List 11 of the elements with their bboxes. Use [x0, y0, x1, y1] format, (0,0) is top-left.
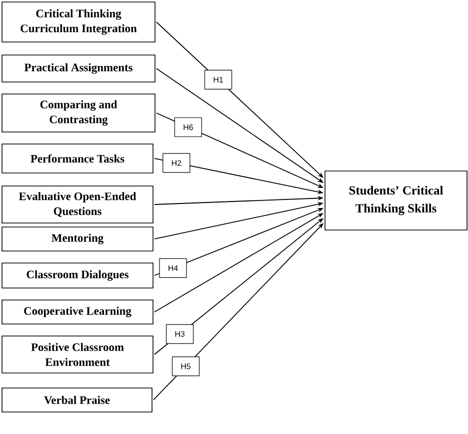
factor-box: Evaluative Open-Ended Questions: [2, 186, 154, 224]
factor-box: Comparing and Contrasting: [2, 94, 156, 132]
outcome-box: Students’ Critical Thinking Skills: [324, 170, 468, 230]
factor-box: Classroom Dialogues: [2, 262, 154, 288]
factor-box: Mentoring: [2, 226, 154, 252]
factor-box: Positive Classroom Environment: [2, 336, 154, 374]
factor-box: Performance Tasks: [2, 144, 154, 174]
factor-box: Practical Assignments: [2, 54, 156, 82]
factor-box: Verbal Praise: [2, 388, 152, 412]
factor-box: Cooperative Learning: [2, 300, 154, 324]
factor-box: Critical Thinking Curriculum Integration: [2, 2, 156, 42]
